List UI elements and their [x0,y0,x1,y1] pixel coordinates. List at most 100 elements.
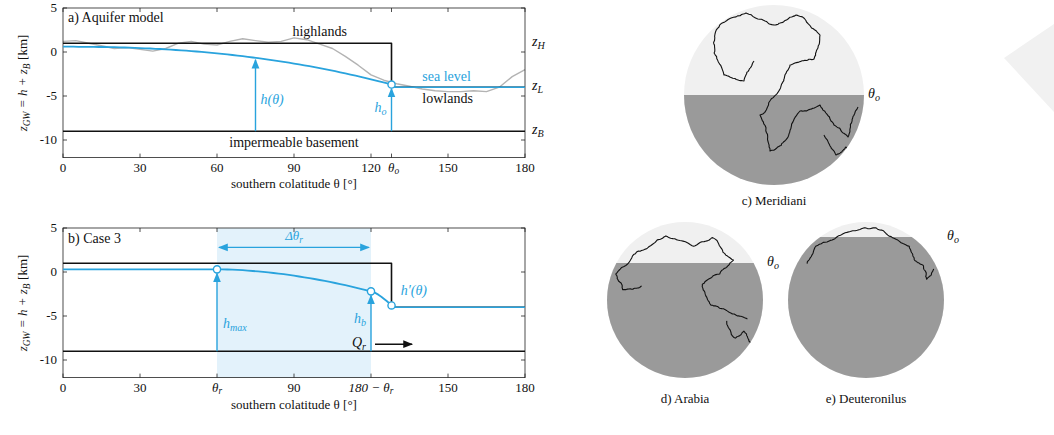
y-tick [521,360,525,361]
tick-label: θr [212,381,222,397]
region-label: lowlands [422,91,473,107]
tick-label: 150 [438,160,458,175]
coastline [824,135,854,161]
tick-label: -5 [46,309,57,324]
region-label: sea level [422,69,471,85]
tick-label: 5 [51,0,58,15]
region-label: impermeable basement [229,135,358,150]
axis-level-label: L [537,84,543,95]
quantity-label: h [374,100,381,115]
corner-shape [1004,24,1054,112]
axis-level-label: zL [532,78,543,95]
axis-title: southern colatitude θ [°] [231,177,357,192]
latitude-label: θ [947,228,954,243]
x-tick [217,8,218,12]
x-tick [217,228,218,232]
y-tick [521,228,525,229]
axis-title: southern colatitude θ [°] [231,176,357,191]
x-tick [294,8,295,12]
axis-title: southern colatitude θ [°] [231,398,357,413]
globe-caption: c) Meridiani [742,194,807,209]
globe-dark [788,237,944,380]
quantity-label: Q [352,335,362,350]
y-tick [521,316,525,317]
axis-level-label: z [532,78,537,93]
x-tick [63,228,64,232]
latitude-label: θo [947,228,959,245]
region-label: sea level [422,69,471,84]
recharge-band [217,228,371,378]
axes-box [63,8,525,158]
tick-label: 180 [515,380,535,395]
quantity-label: h′(θ) [401,283,427,299]
sea-level-line [392,86,526,88]
x-tick [371,228,372,232]
quantity-label: o [381,106,386,117]
tick-label: r [390,386,394,396]
quantity-label: Δθr [285,229,303,245]
point-marker [367,288,374,295]
tick-label: θo [388,161,399,177]
groundwater-curve [63,269,392,305]
quantity-label: h(θ) [261,92,284,107]
tick-label: θ [388,160,394,175]
tick-label: 90 [288,381,301,396]
panel-title: a) Aquifer model [68,10,164,25]
x-tick [217,154,218,158]
x-tick [140,154,141,158]
highlands-lowlands-line [63,263,525,307]
tick-label: 0 [60,161,67,176]
x-tick [140,228,141,232]
point-marker [388,81,395,88]
quantity-label: r [362,341,366,352]
tick-label: -10 [40,353,57,368]
axis-level-label: z [532,34,537,49]
sea-level-line [392,306,526,308]
x-tick [391,8,392,12]
quantity-label: hmax [223,316,247,333]
axis-title: B [21,283,31,289]
x-tick [294,154,295,158]
axis-title: = h + z [15,289,30,328]
x-tick [371,154,372,158]
axes-box [63,228,525,378]
y-tick [63,52,67,53]
axis-title: zGW= h + zB[km] [16,34,32,131]
tick-label: -5 [46,88,57,103]
x-tick [448,228,449,232]
tick-label: 0 [51,265,58,280]
x-tick [371,8,372,12]
quantity-label: h [354,312,361,327]
tick-label: 5 [51,221,58,236]
axis-title: GW [21,112,31,127]
y-tick [521,52,525,53]
flux-arrow [375,344,412,345]
region-label: impermeable basement [229,135,358,151]
coastline [727,321,751,344]
x-tick [448,8,449,12]
x-tick [140,374,141,378]
quantity-label: hb [354,312,366,329]
tick-label: 180 − θ [349,380,390,395]
quantity-label: h′(θ) [401,283,427,298]
tick-label: -10 [40,133,57,148]
axis-title: [km] [15,254,30,279]
quantity-label: r [299,235,303,245]
quantity-label: h(θ) [261,92,284,108]
axis-title: [km] [15,34,30,59]
axis-title: southern colatitude θ [°] [231,397,357,412]
tick-label: r [218,386,222,396]
x-tick [525,8,526,12]
latitude-label: θo [767,254,779,271]
quantity-label: h [223,316,230,331]
tick-label: 150 [438,381,458,396]
panel-title: b) Case 3 [68,231,121,247]
groundwater-curve [63,47,392,85]
region-label: highlands [292,24,346,39]
tick-label: 5 [51,220,58,235]
panel-title: a) Aquifer model [68,10,164,26]
latitude-label: θo [868,86,880,103]
x-tick [391,154,392,158]
